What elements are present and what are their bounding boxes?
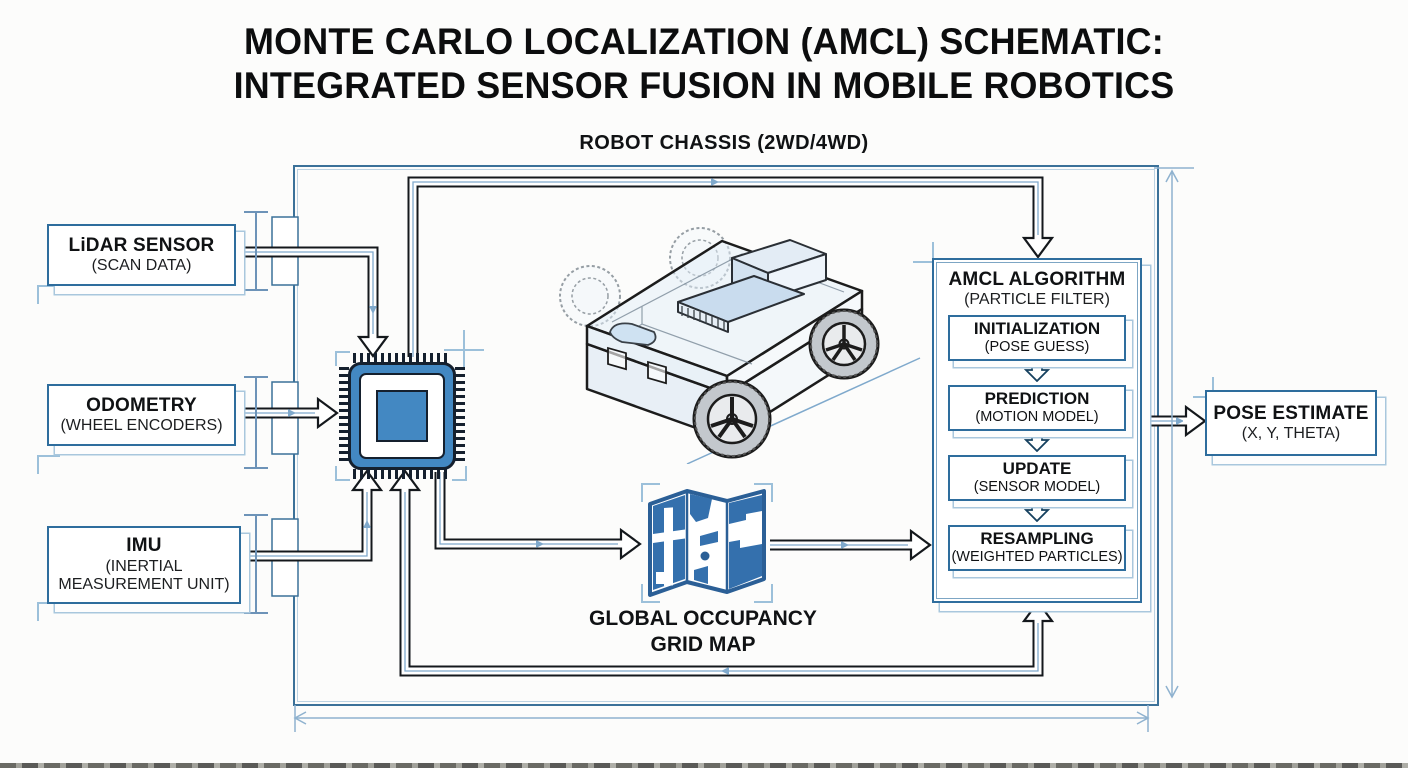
odometry-name: ODOMETRY bbox=[86, 394, 197, 416]
amcl-step-prediction: PREDICTION (MOTION MODEL) bbox=[948, 385, 1126, 432]
amcl-step-update: UPDATE (SENSOR MODEL) bbox=[948, 455, 1126, 502]
imu-name: IMU bbox=[126, 535, 162, 557]
step-down-arrow-icon bbox=[1023, 432, 1051, 453]
step-down-arrow-icon bbox=[1023, 502, 1051, 523]
title-line-2: INTEGRATED SENSOR FUSION IN MOBILE ROBOT… bbox=[233, 64, 1175, 106]
map-label-line-2: GRID MAP bbox=[650, 633, 756, 657]
step-detail: (WEIGHTED PARTICLES) bbox=[951, 549, 1123, 566]
dimension-lines bbox=[293, 167, 1194, 732]
imu-box: IMU (INERTIAL MEASUREMENT UNIT) bbox=[47, 526, 241, 604]
cpu-chip-icon bbox=[339, 353, 465, 479]
odometry-box: ODOMETRY (WHEEL ENCODERS) bbox=[47, 384, 236, 446]
bottom-edge-artifact bbox=[0, 763, 1408, 768]
amcl-step-initialization: INITIALIZATION (POSE GUESS) bbox=[948, 315, 1126, 362]
folded-map-icon bbox=[648, 489, 766, 597]
chip-core bbox=[376, 390, 428, 442]
chip-pins-top bbox=[353, 353, 451, 363]
chip-inner bbox=[359, 373, 445, 459]
step-detail: (MOTION MODEL) bbox=[975, 409, 1099, 426]
chip-pins-right bbox=[455, 367, 465, 465]
step-down-arrow-icon bbox=[1023, 362, 1051, 383]
step-detail: (POSE GUESS) bbox=[984, 339, 1090, 356]
chip-pins-bottom bbox=[353, 469, 451, 479]
amcl-subtitle: (PARTICLE FILTER) bbox=[964, 291, 1110, 309]
connector-shafts bbox=[232, 176, 1186, 677]
step-name: PREDICTION bbox=[984, 389, 1090, 409]
amcl-algorithm-box: AMCL ALGORITHM (PARTICLE FILTER) INITIAL… bbox=[932, 258, 1142, 603]
robot-chassis-illustration bbox=[559, 227, 921, 464]
step-name: INITIALIZATION bbox=[973, 319, 1101, 339]
page-title: MONTE CARLO LOCALIZATION (AMCL) SCHEMATI… bbox=[0, 20, 1408, 107]
sensor-couplers bbox=[244, 211, 268, 614]
map-label: GLOBAL OCCUPANCY GRID MAP bbox=[588, 606, 818, 659]
amcl-step-resampling: RESAMPLING (WEIGHTED PARTICLES) bbox=[948, 525, 1126, 572]
step-name: UPDATE bbox=[1002, 459, 1072, 479]
title-line-1: MONTE CARLO LOCALIZATION (AMCL) SCHEMATI… bbox=[244, 21, 1164, 62]
connector-arrowheads bbox=[315, 235, 1207, 623]
map-label-line-1: GLOBAL OCCUPANCY bbox=[589, 607, 817, 630]
lidar-sensor-detail: (SCAN DATA) bbox=[91, 257, 192, 275]
step-detail: (SENSOR MODEL) bbox=[973, 479, 1101, 496]
lidar-sensor-name: LiDAR SENSOR bbox=[68, 234, 215, 256]
chassis-label: ROBOT CHASSIS (2WD/4WD) bbox=[579, 132, 869, 154]
chip-pins-left bbox=[339, 367, 349, 465]
pose-estimate-name: POSE ESTIMATE bbox=[1213, 402, 1369, 424]
pose-estimate-box: POSE ESTIMATE (X, Y, THETA) bbox=[1205, 390, 1377, 456]
pose-estimate-detail: (X, Y, THETA) bbox=[1241, 425, 1341, 443]
step-name: RESAMPLING bbox=[980, 529, 1094, 549]
lidar-sensor-box: LiDAR SENSOR (SCAN DATA) bbox=[47, 224, 236, 286]
amcl-title: AMCL ALGORITHM bbox=[948, 269, 1126, 290]
imu-detail: (INERTIAL MEASUREMENT UNIT) bbox=[58, 557, 230, 594]
chip-body bbox=[348, 362, 456, 470]
odometry-detail: (WHEEL ENCODERS) bbox=[60, 417, 223, 435]
